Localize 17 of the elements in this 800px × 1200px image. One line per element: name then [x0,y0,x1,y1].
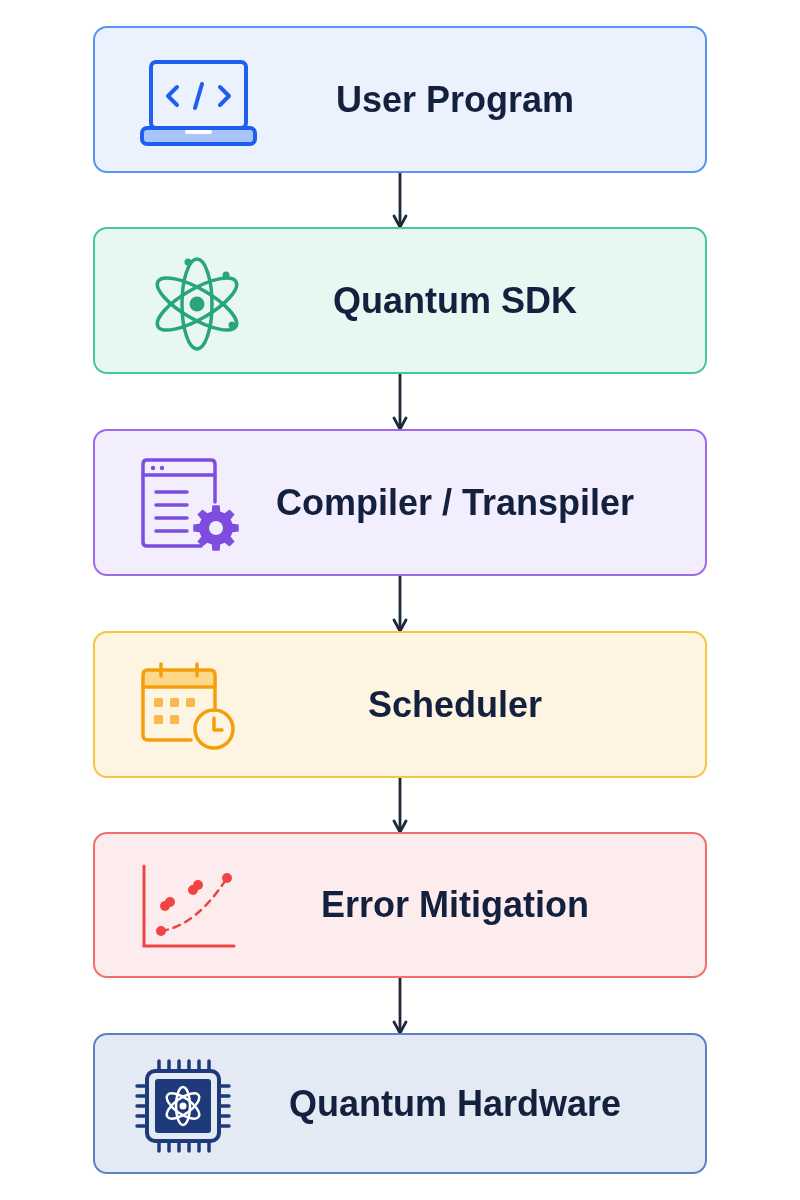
arrow [392,576,408,633]
process-box [93,832,707,978]
step-label: Scheduler [367,682,543,727]
process-box [93,429,707,576]
process-box [93,631,707,778]
step-label: Quantum SDK [333,278,577,323]
process-box [93,26,707,173]
arrow [392,778,408,834]
arrow [392,173,408,229]
step-label: User Program [335,77,575,122]
process-box [93,1033,707,1174]
arrow [392,374,408,431]
step-label: Error Mitigation [321,883,589,927]
process-box [93,227,707,374]
arrow [392,978,408,1035]
step-label: Compiler / Transpiler [275,480,635,525]
step-label: Quantum Hardware [288,1081,622,1126]
